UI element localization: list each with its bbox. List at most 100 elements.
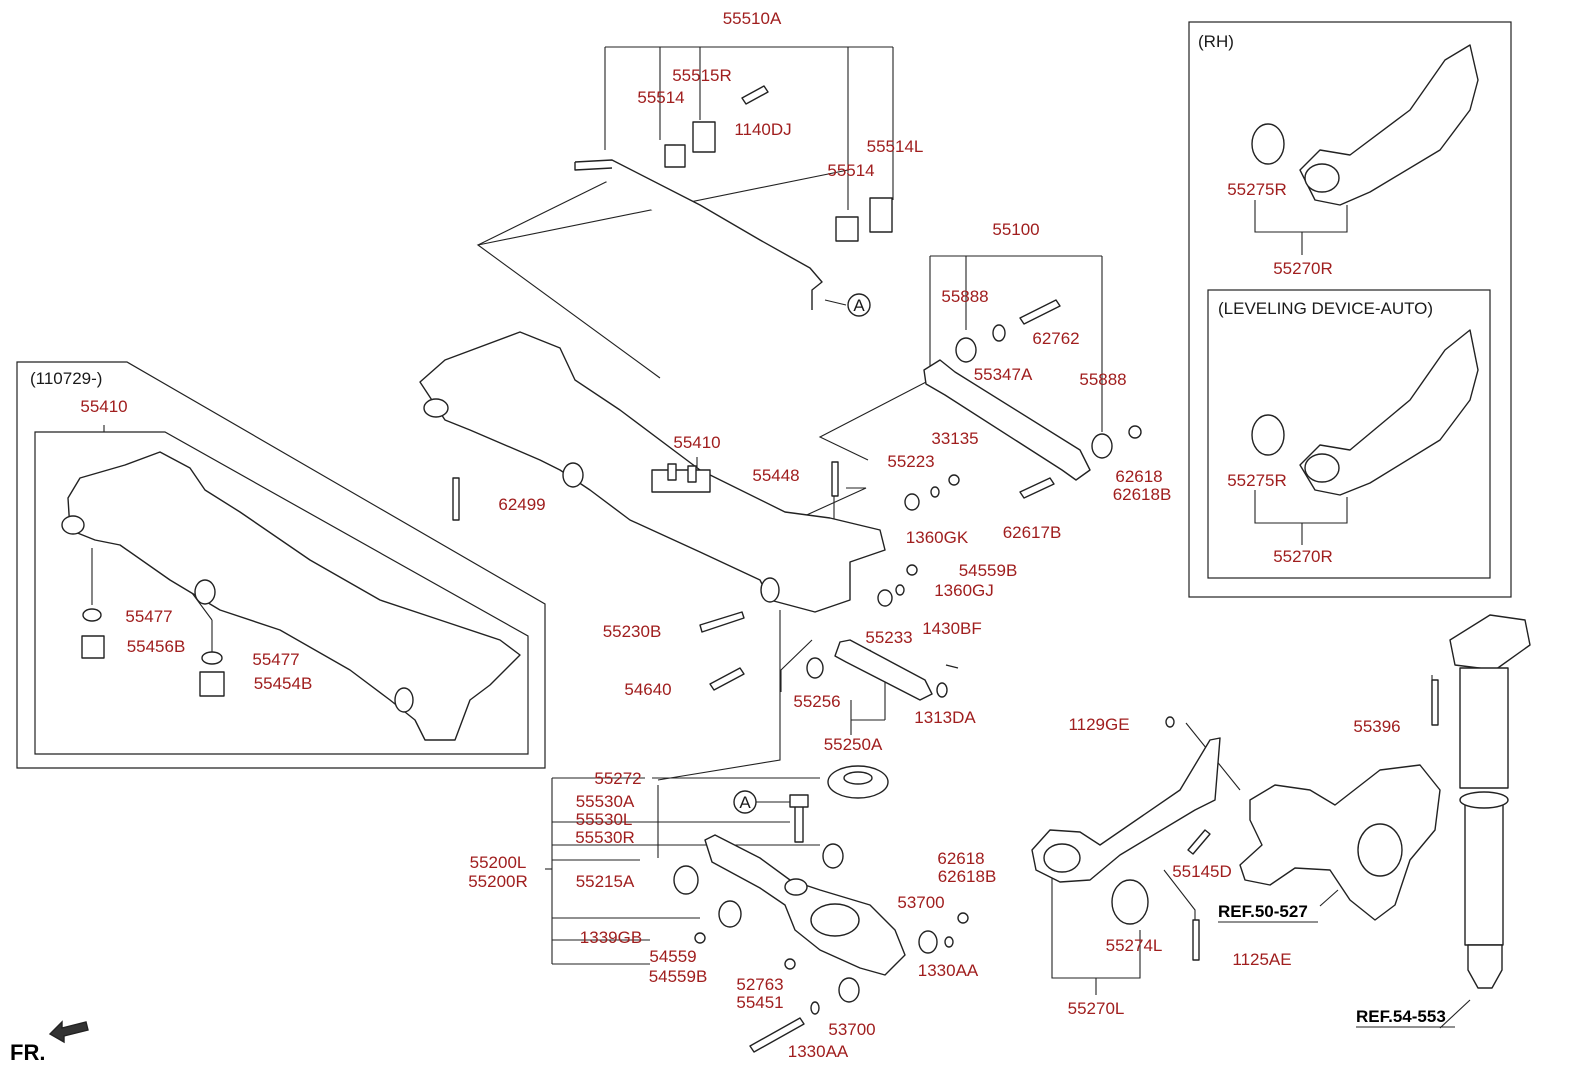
bolt-55448 (831, 461, 839, 497)
washer-1360gj (895, 584, 905, 596)
shock-top-mount (1449, 614, 1531, 671)
nut-1313da (936, 682, 948, 698)
knuckle-hub-bore (1357, 823, 1403, 877)
label-55250a: 55250A (824, 735, 883, 754)
bushing-53700 (918, 930, 938, 954)
label-1430bf: 1430BF (922, 619, 982, 638)
bushing-55456b (81, 635, 105, 659)
label-1330aa: 1330AA (788, 1042, 849, 1061)
label-55275r-2: 55275R (1227, 471, 1287, 490)
inset-crossmember (67, 451, 521, 741)
label-53700: 53700 (828, 1020, 875, 1039)
stabilizer-link (789, 794, 809, 843)
label-55515r: 55515R (672, 66, 732, 85)
front-arrow-icon (48, 1020, 89, 1044)
stabilizer-bushing (664, 144, 686, 168)
pin-1430bf (945, 664, 959, 669)
bolt-62499 (452, 477, 460, 521)
label-55396: 55396 (1353, 717, 1400, 736)
label-55477-2: 55477 (252, 650, 299, 669)
label-55272: 55272 (594, 769, 641, 788)
leveling-arm-eye (1304, 453, 1340, 483)
label-33135: 33135 (931, 429, 978, 448)
rh-trailing-arm (1299, 44, 1479, 206)
label-55514: 55514 (637, 88, 684, 107)
nut-62618-2 (957, 912, 969, 924)
label-62762: 62762 (1032, 329, 1079, 348)
label-62618b: 62618B (1113, 485, 1172, 504)
label-55510a: 55510A (723, 9, 782, 28)
crossmember-mount-hole-2 (562, 462, 584, 488)
rh-arm-eye (1304, 163, 1340, 193)
bushing-55477-2 (201, 651, 223, 665)
label-55275r: 55275R (1227, 180, 1287, 199)
stabilizer-bar (574, 159, 823, 310)
label-55100: 55100 (992, 220, 1039, 239)
rh-caption: (RH) (1198, 32, 1234, 51)
label-52763: 52763 (736, 975, 783, 994)
leveling-bushing-55275r (1251, 414, 1285, 456)
label-62617b: 62617B (1003, 523, 1062, 542)
bushing-55233 (877, 589, 893, 607)
label-55530a: 55530A (576, 792, 635, 811)
label-55888: 55888 (941, 287, 988, 306)
label-53700-2: 53700 (897, 893, 944, 912)
ref-50-527: REF.50-527 (1218, 902, 1308, 921)
label-55145d: 55145D (1172, 862, 1232, 881)
label-55530l: 55530L (576, 810, 633, 829)
crossmember-plate (651, 469, 711, 493)
label-1140dj: 1140DJ (734, 120, 791, 139)
label-55347a: 55347A (974, 365, 1033, 384)
label-1339gb: 1339GB (580, 928, 642, 947)
label-55477: 55477 (125, 607, 172, 626)
label-1330aa-2: 1330AA (918, 961, 979, 980)
shock-eye (1467, 944, 1503, 989)
washer-55347a (992, 324, 1006, 342)
bolt-1129ge (1165, 716, 1175, 728)
bolt-1125ae (1192, 919, 1200, 961)
fr-marker: FR. (10, 1040, 45, 1065)
label-55270r: 55270R (1273, 259, 1333, 278)
label-55274l: 55274L (1106, 936, 1163, 955)
label-1129ge: 1129GE (1068, 715, 1129, 734)
bushing-55274l (1111, 879, 1149, 925)
trailing-arm-eye (1043, 843, 1081, 873)
label-62618b-2: 62618B (938, 867, 997, 886)
crossmember-mount-hole (423, 398, 449, 418)
bushing-53700-2 (838, 977, 860, 1003)
trailing-arm (1031, 737, 1221, 883)
label-1360gk: 1360GK (906, 528, 969, 547)
inset-mount-hole-3 (394, 687, 414, 713)
label-54559: 54559 (649, 947, 696, 966)
part-labels: 55510A 55515R 55514 1140DJ 55514L 55514 … (80, 9, 1400, 1061)
stabilizer-bracket-2 (869, 197, 893, 233)
bolt-54640 (709, 667, 745, 691)
bushing-55200 (822, 843, 844, 869)
spring-seat (810, 903, 860, 937)
shock-collar (1459, 791, 1509, 809)
label-54640: 54640 (624, 680, 671, 699)
bushing-55215a (673, 865, 699, 895)
label-62499: 62499 (498, 495, 545, 514)
bushing-55454b (199, 671, 225, 697)
bolt-62762 (1019, 299, 1061, 325)
lower-arm (704, 834, 906, 976)
label-55223: 55223 (887, 452, 934, 471)
washer-1330aa (944, 936, 954, 948)
bolt-55451 (749, 1017, 805, 1053)
spring-pad-inner (843, 771, 873, 785)
label-55215a: 55215A (576, 872, 635, 891)
nut-54559 (694, 932, 706, 944)
bolt-55145d (1187, 829, 1211, 855)
nut-54559b (906, 564, 918, 576)
rh-bushing-55275r (1251, 123, 1285, 165)
bushing-55477 (82, 608, 102, 622)
label-55270r-2: 55270R (1273, 547, 1333, 566)
washer-1360gk (930, 486, 940, 498)
label-55448: 55448 (752, 466, 799, 485)
bolt-62617b (1019, 477, 1055, 499)
label-55200l: 55200L (470, 853, 527, 872)
callout-circle-a (847, 293, 871, 317)
leveling-caption: (LEVELING DEVICE-AUTO) (1218, 299, 1433, 318)
crossmember-stud-2 (687, 465, 697, 483)
